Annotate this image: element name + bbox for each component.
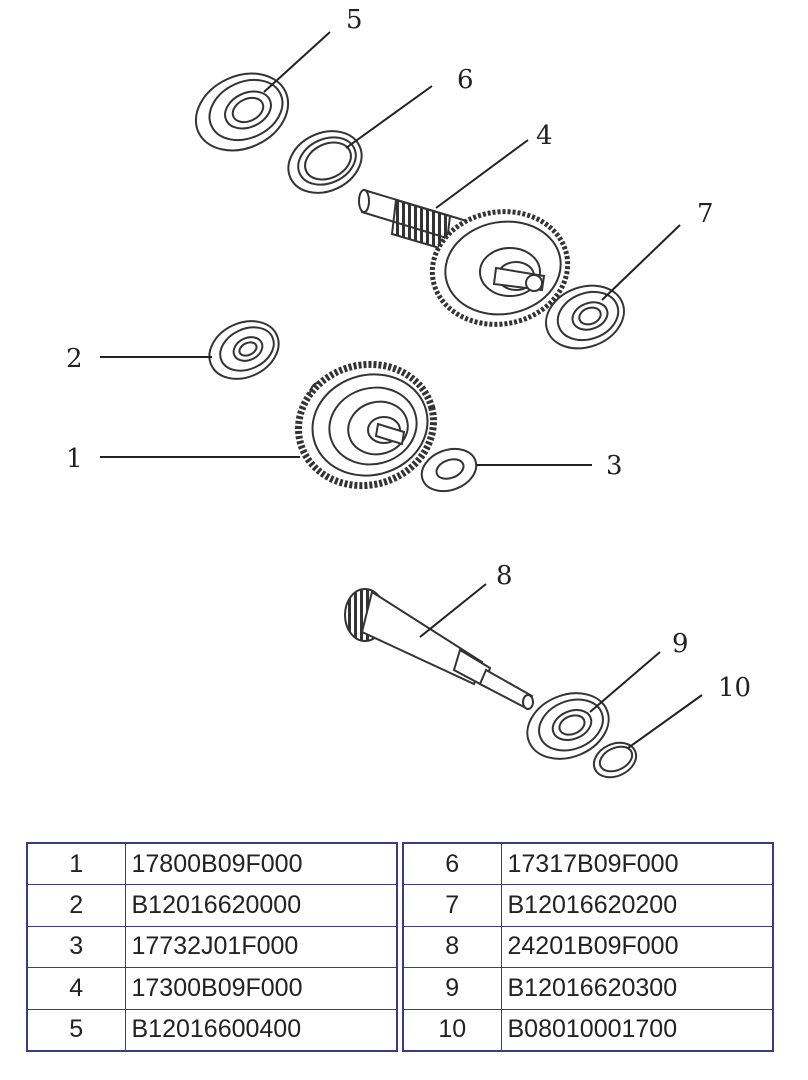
- part-no: 5: [26, 1008, 126, 1052]
- part-no: 2: [26, 884, 126, 927]
- exploded-parts-diagram: 5 6 4 7 2 1 3 8 9 10: [66, 5, 751, 779]
- callout-1: 1: [66, 444, 83, 474]
- table-row: 8 24201B09F000: [402, 925, 774, 969]
- callout-6: 6: [457, 65, 474, 95]
- callout-10: 10: [718, 673, 751, 703]
- callout-8: 8: [496, 561, 513, 591]
- part-no: 7: [402, 884, 502, 927]
- leader-lines: [100, 31, 703, 749]
- part-7-bearing: [545, 284, 625, 350]
- parts-table-right: 6 17317B09F000 7 B12016620200 8 24201B09…: [402, 842, 774, 1052]
- part-number: B12016620300: [500, 967, 774, 1010]
- table-row: 3 17732J01F000: [26, 925, 398, 969]
- table-row: 1 17800B09F000: [26, 842, 398, 886]
- callout-5: 5: [346, 5, 363, 35]
- part-number: 17732J01F000: [124, 925, 398, 969]
- part-number: B12016600400: [124, 1008, 398, 1052]
- parts-table: 1 17800B09F000 2 B12016620000 3 17732J01…: [26, 842, 774, 1052]
- part-number: B08010001700: [500, 1008, 774, 1052]
- part-1-gear: [295, 360, 437, 490]
- part-no: 3: [26, 925, 126, 969]
- part-number: B12016620200: [500, 884, 774, 927]
- callout-3: 3: [606, 451, 623, 481]
- part-no: 1: [26, 842, 126, 886]
- part-4-gear-shaft: [358, 188, 571, 327]
- part-number: B12016620000: [124, 884, 398, 927]
- part-3-washer: [420, 447, 478, 493]
- parts-table-left: 1 17800B09F000 2 B12016620000 3 17732J01…: [26, 842, 398, 1052]
- table-row: 2 B12016620000: [26, 884, 398, 927]
- part-9-bearing: [526, 692, 610, 760]
- part-number: 17317B09F000: [500, 842, 774, 886]
- callout-2: 2: [66, 344, 83, 374]
- part-5-bearing: [194, 72, 290, 152]
- part-no: 9: [402, 967, 502, 1010]
- part-number: 24201B09F000: [500, 925, 774, 969]
- callout-9: 9: [672, 629, 689, 659]
- part-no: 8: [402, 925, 502, 969]
- table-row: 10 B08010001700: [402, 1008, 774, 1052]
- part-no: 6: [402, 842, 502, 886]
- part-no: 10: [402, 1008, 502, 1052]
- table-row: 4 17300B09F000: [26, 967, 398, 1010]
- part-6-ring: [287, 130, 363, 194]
- table-row: 7 B12016620200: [402, 884, 774, 927]
- table-row: 6 17317B09F000: [402, 842, 774, 886]
- part-8-pinion-shaft: [344, 588, 534, 710]
- part-10-snap-ring: [592, 741, 638, 779]
- part-number: 17300B09F000: [124, 967, 398, 1010]
- part-no: 4: [26, 967, 126, 1010]
- part-number: 17800B09F000: [124, 842, 398, 886]
- part-2-bearing: [208, 320, 280, 380]
- table-row: 5 B12016600400: [26, 1008, 398, 1052]
- callout-7: 7: [697, 199, 714, 229]
- table-row: 9 B12016620300: [402, 967, 774, 1010]
- callout-4: 4: [536, 121, 553, 151]
